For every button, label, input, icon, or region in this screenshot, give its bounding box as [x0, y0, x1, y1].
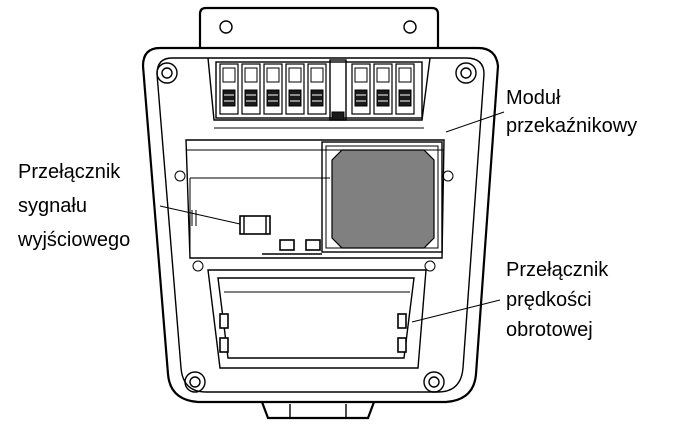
terminal-screw	[351, 63, 371, 115]
callout-leaders	[159, 111, 505, 323]
terminal-screw	[395, 63, 415, 115]
terminal-screw	[373, 63, 393, 115]
relay-module-label-line2: przekaźnikowy	[506, 115, 637, 137]
terminal-screw	[285, 63, 305, 115]
top-mounting-tab	[198, 6, 440, 48]
terminal-block	[215, 59, 423, 121]
output-switch-label-line2: sygnału	[18, 195, 87, 217]
relay-module	[321, 141, 443, 253]
speed-switch-panel	[207, 269, 427, 369]
terminal-screws	[219, 63, 415, 115]
terminal-screw	[219, 63, 239, 115]
relay-module-label-line1: Moduł	[506, 87, 561, 109]
speed-switch-label-line3: obrotowej	[506, 319, 593, 341]
terminal-screw	[263, 63, 283, 115]
terminal-screw	[307, 63, 327, 115]
output-signal-switch	[239, 215, 322, 255]
bottom-feet	[260, 401, 376, 420]
speed-switch-label-line1: Przełącznik	[506, 259, 609, 281]
relay-body	[331, 149, 435, 249]
speed-switch-label-line2: prędkości	[506, 289, 592, 311]
output-switch-label-line1: Przełącznik	[18, 161, 121, 183]
corner-screws	[156, 62, 477, 393]
terminal-screw	[241, 63, 261, 115]
output-switch-label-line3: wyjściowego	[17, 229, 130, 251]
inner-compartment	[185, 57, 445, 259]
